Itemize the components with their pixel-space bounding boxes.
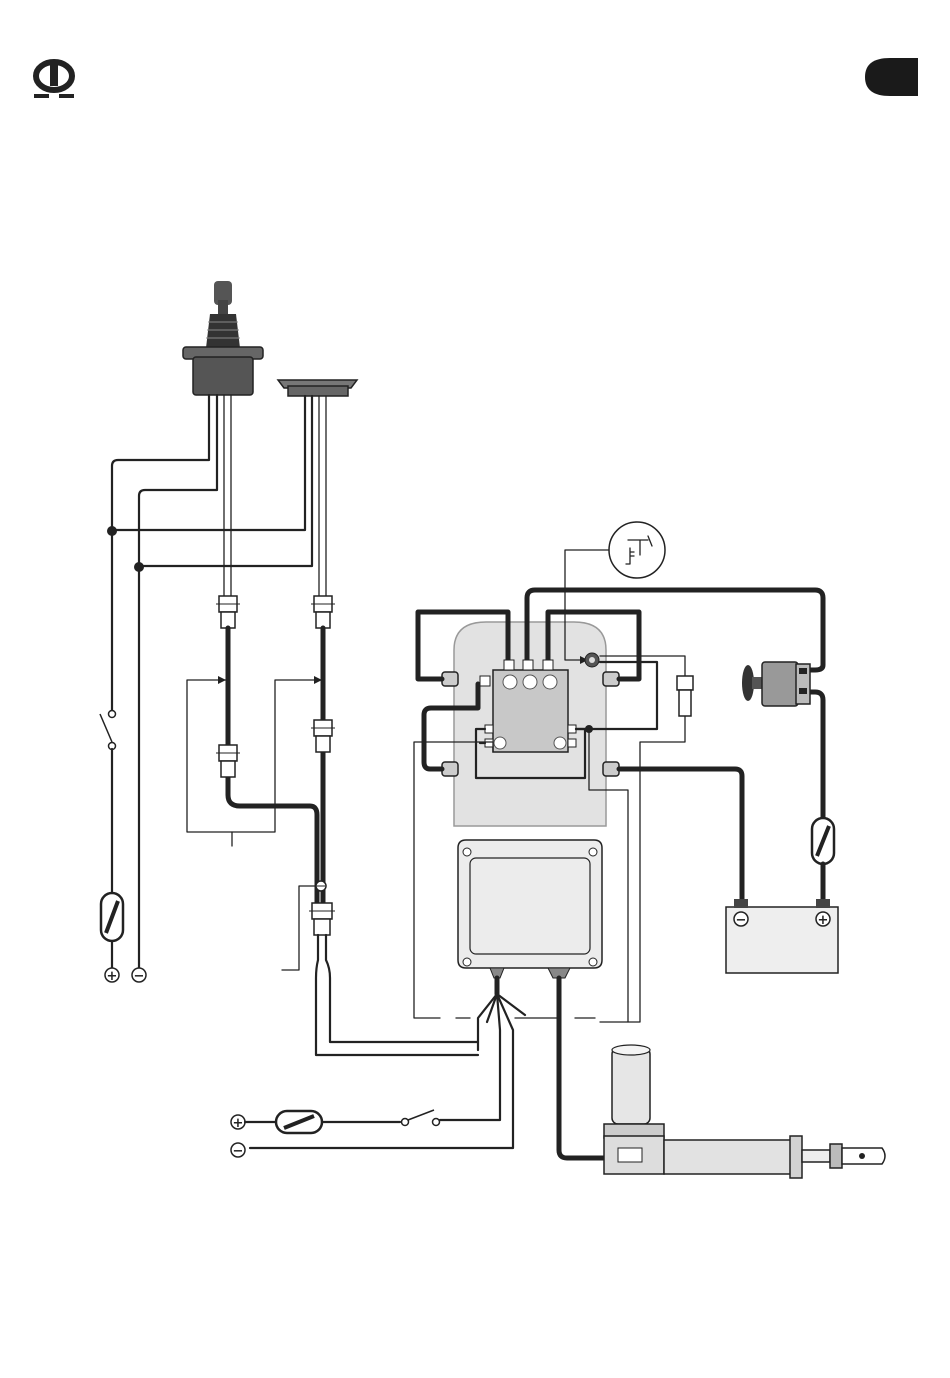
plus-symbol: + (233, 1116, 244, 1131)
bottom-switch-icon (402, 1110, 440, 1126)
minus-symbol: − (134, 969, 145, 984)
bracket-callout (187, 676, 322, 846)
connector-joystick-2 (216, 745, 240, 777)
connector-joystick-1 (216, 596, 240, 628)
connector-panel-2 (311, 720, 335, 752)
page-tab-icon (865, 58, 918, 96)
battery-icon: − + (726, 899, 838, 973)
battery-fuse-icon (812, 818, 834, 864)
main-switch (100, 711, 116, 894)
junction-dot (134, 562, 144, 572)
bottom-fuse-icon (276, 1111, 322, 1133)
thermal-sensor-icon (585, 653, 599, 667)
control-panel (278, 380, 357, 396)
bottom-positive-icon: + (231, 1115, 245, 1131)
plus-symbol: + (107, 969, 118, 984)
hydraulic-actuator-icon (604, 1045, 885, 1178)
plus-symbol: + (818, 913, 829, 928)
connector-bus (309, 903, 335, 935)
negative-terminal-icon: − (132, 968, 146, 984)
panel-cables (112, 396, 326, 598)
joystick-control (183, 281, 263, 395)
fuse-icon (101, 893, 123, 968)
sensor-connector (677, 676, 693, 716)
main-relay-icon (742, 662, 810, 706)
minus-symbol: − (736, 913, 747, 928)
control-box (458, 840, 602, 978)
minus-symbol: − (233, 1144, 244, 1159)
junction-dot (107, 526, 117, 536)
logo-icon (31, 57, 77, 98)
joystick-cables (112, 395, 231, 968)
bottom-negative-icon: − (231, 1143, 245, 1159)
connector-panel-1 (311, 596, 335, 628)
positive-terminal-icon: + (105, 968, 119, 984)
